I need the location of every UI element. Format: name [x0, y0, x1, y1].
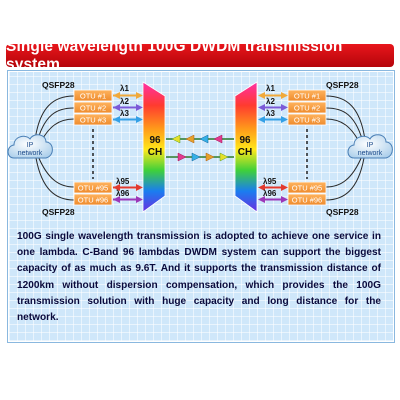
left-lambda-1-arrowtail — [113, 92, 120, 99]
left-lambda-arrows — [113, 92, 143, 203]
left-otu-3-label: OTU #3 — [80, 116, 106, 125]
right-otu-95-label: OTU #95 — [292, 184, 322, 193]
right-otu-2-label: OTU #2 — [294, 104, 320, 113]
left-lambda-2-arrowhead — [136, 104, 143, 111]
left-lambda-95-label: λ95 — [116, 177, 130, 186]
left-lambda-1-label: λ1 — [120, 84, 129, 93]
right-lambda-3-arrowtail — [258, 116, 265, 123]
right-lambda-3-label: λ3 — [266, 109, 275, 118]
left-lambda-3-label: λ3 — [120, 109, 129, 118]
description-text: 100G single wavelength transmission is a… — [17, 231, 381, 324]
left-otu-1 — [73, 89, 113, 102]
fiber-lower-arrows — [177, 152, 229, 162]
right-lambda-1-arrowtail — [258, 92, 265, 99]
right-qsfp28-bottom-label: QSFP28 — [326, 207, 359, 217]
left-otu-column: OTU #1 OTU #2 OTU #3 OTU #95 OTU #96 — [73, 89, 113, 206]
left-qsfp28-top-label: QSFP28 — [42, 80, 75, 90]
left-lambda-96-arrowtail — [113, 196, 120, 203]
page-title: Single wavelength 100G DWDM transmission… — [6, 37, 343, 73]
panel-grid — [9, 72, 393, 341]
right-lambda-2-arrowtail — [258, 104, 265, 111]
left-otu-96-label: OTU #96 — [78, 196, 108, 205]
right-network-label-1: IP — [367, 142, 374, 149]
right-lambda-2-label: λ2 — [266, 97, 275, 106]
left-lambda-2-arrowtail — [113, 104, 120, 111]
demux-label-ch: CH — [238, 147, 252, 158]
right-lambda-95-label: λ95 — [263, 177, 277, 186]
left-otu-2-label: OTU #2 — [80, 104, 106, 113]
left-lambda-labels: λ1 λ2 λ3 λ95 λ96 — [116, 84, 130, 198]
left-otu-95-label: OTU #95 — [78, 184, 108, 193]
left-lambda-96-arrowhead — [136, 196, 143, 203]
left-lambda-95-arrowtail — [113, 184, 120, 191]
mux-label-count: 96 — [149, 135, 161, 146]
right-otu-3-label: OTU #3 — [294, 116, 320, 125]
left-network-label-1: IP — [27, 142, 34, 149]
right-network-label-2: network — [358, 150, 383, 157]
right-lambda-96-arrowtail — [258, 196, 265, 203]
left-otu-2 — [73, 101, 113, 114]
left-lambda-1-arrowhead — [136, 92, 143, 99]
fiber-link — [166, 134, 234, 162]
title-bar: Single wavelength 100G DWDM transmission… — [6, 38, 394, 73]
right-otu-96-label: OTU #96 — [292, 196, 322, 205]
right-lambda-labels: λ1 λ2 λ3 λ95 λ96 — [263, 84, 277, 198]
right-lambda-95-arrowtail — [258, 184, 265, 191]
right-lambda-2-arrowhead — [281, 104, 288, 111]
diagram-panel — [8, 71, 394, 342]
right-lambda-arrows — [258, 92, 288, 203]
left-lambda-96-label: λ96 — [116, 189, 130, 198]
mux-label-ch: CH — [148, 147, 162, 158]
right-demux-prism: 96 CH — [234, 81, 258, 213]
right-otu-column: OTU #1 OTU #2 OTU #3 OTU #95 OTU #96 — [287, 89, 327, 206]
right-lambda-1-label: λ1 — [266, 84, 275, 93]
left-lambda-3-arrowtail — [113, 116, 120, 123]
right-lambda-3-arrowhead — [281, 116, 288, 123]
left-otu-95 — [73, 181, 113, 194]
demux-label-count: 96 — [239, 135, 251, 146]
left-lambda-3-arrowhead — [136, 116, 143, 123]
left-lambda-95-arrowhead — [136, 184, 143, 191]
fiber-upper-arrows — [171, 134, 223, 144]
left-ip-network-cloud: IP network — [7, 134, 53, 159]
left-otu-3 — [73, 113, 113, 126]
left-network-label-2: network — [18, 150, 43, 157]
right-lambda-1-arrowhead — [281, 92, 288, 99]
right-lambda-96-arrowhead — [281, 196, 288, 203]
right-lambda-96-label: λ96 — [263, 189, 277, 198]
right-lambda-95-arrowhead — [281, 184, 288, 191]
right-qsfp28-top-label: QSFP28 — [326, 80, 359, 90]
right-ip-network-cloud: IP network — [347, 134, 393, 159]
left-otu-96 — [73, 193, 113, 206]
right-otu-1-label: OTU #1 — [294, 92, 320, 101]
left-mux-prism: 96 CH — [142, 81, 166, 213]
left-otu-1-label: OTU #1 — [80, 92, 106, 101]
left-lambda-2-label: λ2 — [120, 97, 129, 106]
left-qsfp28-bottom-label: QSFP28 — [42, 207, 75, 217]
